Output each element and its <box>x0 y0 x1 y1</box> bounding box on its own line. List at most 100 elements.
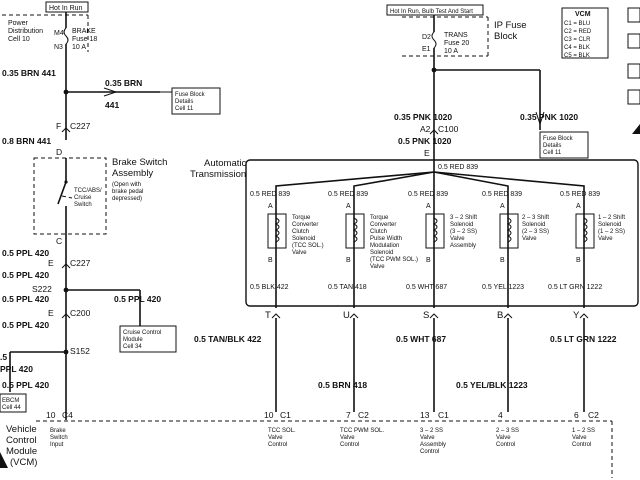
wire-brn441-c: 0.8 BRN 441 <box>2 136 51 146</box>
vcm-module-2: Control <box>6 435 37 446</box>
sol4-1: 2 – 3 Shift <box>522 215 549 221</box>
vcm-c4: C4 = BLK <box>564 45 590 51</box>
sol1-3: Clutch <box>292 229 309 235</box>
brake-switch-4: brake pedal <box>112 189 143 195</box>
out-wire-5: 0.5 LT GRN 1222 <box>550 334 617 344</box>
sol1-1: Torque <box>292 215 311 221</box>
vcm-module-3: Module <box>6 446 37 457</box>
sol5-2: Solenoid <box>598 222 621 228</box>
sol1-pin-b: B <box>268 257 273 264</box>
v2-2: Valve <box>340 435 355 441</box>
solenoid-coil-icon <box>582 217 588 243</box>
hot-bulb-label: Hot In Run, Bulb Test And Start <box>390 9 473 15</box>
v2-3: Control <box>340 442 359 448</box>
conn-c200: C200 <box>70 308 91 318</box>
conn-letter-t: T <box>265 310 271 321</box>
inner-wire-3: 0.5 WHT 687 <box>406 284 447 291</box>
sol3-3: (3 – 2 SS) <box>450 229 477 235</box>
sol2-2: Converter <box>370 222 396 228</box>
wire-ppl420-d: 0.5 PPL 420 <box>114 294 161 304</box>
vcm-c3: C3 = CLR <box>564 37 591 43</box>
out-wire-1: 0.5 TAN/BLK 422 <box>194 334 262 344</box>
transmission-box <box>245 159 639 307</box>
inner-wire-5: 0.5 LT GRN 1222 <box>548 284 602 291</box>
cruise-control-module-ref: Cruise Control Module Cell 34 <box>119 325 177 353</box>
inner-wire-4: 0.5 YEL 1223 <box>482 284 524 291</box>
sol5-1: 1 – 2 Shift <box>598 215 625 221</box>
fbd-b-1: Fuse Block <box>543 136 574 142</box>
sol1-4: Solenoid <box>292 236 315 242</box>
sol2-7: (TCC PWM SOL.) <box>370 257 418 263</box>
v1-1: TCC SOL. <box>268 428 296 434</box>
pin-d-left: D <box>56 147 62 157</box>
sol4-3: (2 – 3 SS) <box>522 229 549 235</box>
fbd-a-1: Fuse Block <box>175 92 206 98</box>
vcm-conn-1: C1 <box>280 410 291 420</box>
fuse-block-details-a: Fuse Block Details Cell 11 <box>171 87 221 115</box>
brake-fuse-text-3: 10 A <box>72 44 86 51</box>
brake-input-3: Input <box>50 442 64 448</box>
vcm-pin-5: 6 <box>574 410 579 420</box>
wire-ppl420-e: 0.5 PPL 420 <box>2 320 49 330</box>
v4-1: 2 – 3 SS <box>496 428 519 434</box>
brake-switch-2: Assembly <box>112 168 153 179</box>
ebcm-ref: EBCM Cell 44 <box>0 393 27 413</box>
cruise-2: Module <box>123 337 143 343</box>
sol5-pin-a: A <box>576 203 581 210</box>
sol2-3: Clutch <box>370 229 387 235</box>
trans-fuse-1: TRANS <box>444 32 468 39</box>
pin-c-left: C <box>56 236 62 246</box>
wire-brn441-b2: 441 <box>105 100 119 110</box>
cruise-3: Cell 34 <box>123 344 142 350</box>
v1-2: Valve <box>268 435 283 441</box>
wire-red839-2: 0.5 RED 839 <box>328 191 368 198</box>
pin-a2: A2 <box>420 124 431 134</box>
sol2-1: Torque <box>370 215 389 221</box>
out-wire-4: 0.5 YEL/BLK 1223 <box>456 380 528 390</box>
tcc-switch-2: Cruise <box>74 195 92 201</box>
power-dist-text-1: Power <box>8 20 29 27</box>
sol1-2: Converter <box>292 222 318 228</box>
vcm-pin-4: 4 <box>498 410 503 420</box>
wire-ppl420-f1: .5 <box>0 352 7 362</box>
vcm-title: VCM <box>575 11 591 18</box>
v3-4: Control <box>420 449 439 455</box>
vcm-legend: VCM C1 = BLU C2 = RED C3 = CLR C4 = BLK … <box>561 7 609 59</box>
sol2-4: Pulse Width <box>370 236 402 242</box>
fbd-a-3: Cell 11 <box>175 106 194 112</box>
sol2-6: Solenoid <box>370 250 393 256</box>
sol4-4: Valve <box>522 236 537 242</box>
conn-c4: C4 <box>62 410 73 420</box>
out-wire-2: 0.5 BRN 418 <box>318 380 367 390</box>
fuse-block-details-b: Fuse Block Details Cell 11 <box>539 131 589 159</box>
sol3-4: Valve <box>450 236 465 242</box>
vcm-module-1: Vehicle <box>6 424 37 435</box>
brake-input-2: Switch <box>50 435 68 441</box>
vcm-conn-5: C2 <box>588 410 599 420</box>
sol2-pin-b: B <box>346 257 351 264</box>
v4-3: Control <box>496 442 515 448</box>
vcm-c1: C1 = BLU <box>564 21 590 27</box>
fbd-b-3: Cell 11 <box>543 150 562 156</box>
wire-ppl420-b: 0.5 PPL 420 <box>2 270 49 280</box>
brake-switch-1: Brake Switch <box>112 157 167 168</box>
sol1-pin-a: A <box>268 203 273 210</box>
v5-2: Valve <box>572 435 587 441</box>
v3-2: Valve <box>420 435 435 441</box>
pin-f: F <box>56 121 61 131</box>
vcm-c5: C5 = BLK <box>564 53 590 59</box>
wire-red839-1: 0.5 RED 839 <box>250 191 290 198</box>
pin-e1: E1 <box>422 46 431 53</box>
v4-2: Valve <box>496 435 511 441</box>
wire-ppl420-a: 0.5 PPL 420 <box>2 248 49 258</box>
trans-fuse-icon <box>431 31 437 49</box>
pin-d2: D2 <box>422 34 431 41</box>
pin-e-right: E <box>424 148 430 158</box>
conn-letter-b: B <box>497 310 503 321</box>
vcm-conn-2: C2 <box>358 410 369 420</box>
sol5-4: Valve <box>598 236 613 242</box>
vcm-c2: C2 = RED <box>564 29 592 35</box>
sol3-2: Solenoid <box>450 222 473 228</box>
solenoid-coil-icon <box>274 217 280 243</box>
